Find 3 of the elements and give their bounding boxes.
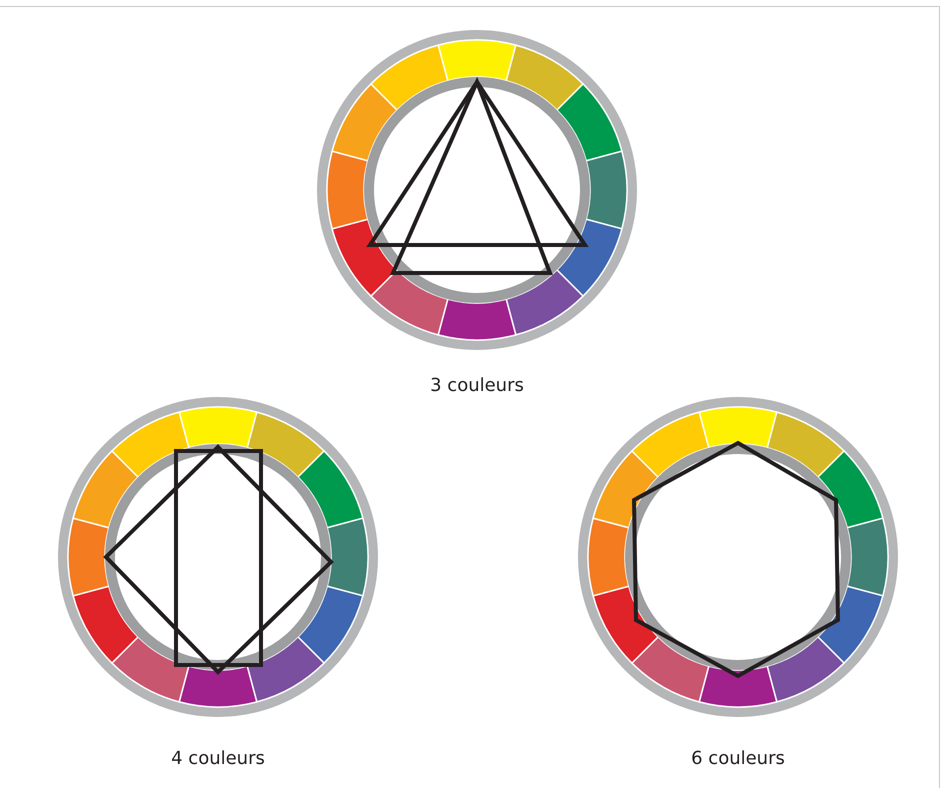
wheel-caption: 6 couleurs	[691, 748, 785, 769]
wheel-caption: 3 couleurs	[430, 375, 524, 396]
wheel-caption: 4 couleurs	[171, 748, 265, 769]
